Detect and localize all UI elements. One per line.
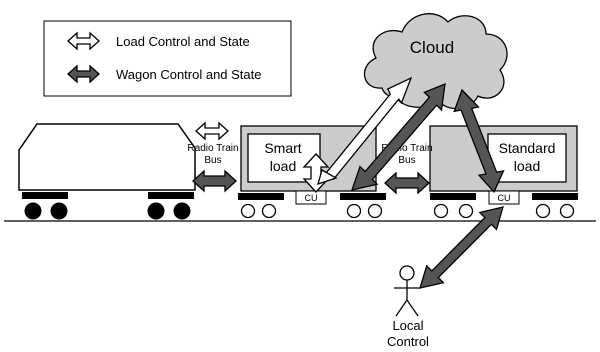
locomotive-wheel	[173, 202, 191, 220]
smart-load-cloud-arrow-tail	[317, 169, 338, 186]
legend-load-arrow	[67, 31, 100, 51]
locomotive-wheel	[50, 202, 68, 220]
radio-bus-1-label-line2: Bus	[204, 155, 221, 166]
locomotive-body	[18, 123, 196, 191]
person-leg-left	[395, 299, 408, 317]
legend-load-label: Load Control and State	[116, 34, 250, 49]
smart-cu-label: CU	[305, 193, 318, 203]
person-head	[399, 265, 415, 281]
smart-load-label-line1: Smart	[264, 140, 301, 156]
local-control-label-line2: Control	[387, 334, 429, 349]
cloud-label: Cloud	[410, 38, 454, 57]
radio-bus-2-label-line1: Radio Train	[381, 143, 432, 154]
wagon1-cloud-arrow	[351, 82, 446, 191]
radio-bus-1: Radio Train Bus	[187, 121, 239, 193]
standard-cu-box	[488, 190, 520, 205]
wagon-standard: Standard load CU	[429, 125, 578, 219]
locomotive-bogie-left	[22, 192, 68, 199]
radio-bus-2-label-line2: Bus	[398, 155, 415, 166]
wagon-standard-wheel	[458, 203, 474, 219]
local-control-label-line1: Local	[392, 318, 423, 333]
radio-bus-1-load-arrow	[195, 121, 229, 141]
wagon-standard-wheel	[559, 203, 575, 219]
wagon2-cloud-arrow	[453, 88, 505, 194]
radio-bus-1-label-line1: Radio Train	[187, 143, 238, 154]
locomotive-wheel	[147, 202, 165, 220]
locomotive	[18, 123, 196, 220]
smart-load-label-line2: load	[270, 158, 296, 174]
radio-bus-2: Radio Train Bus	[381, 143, 433, 195]
locomotive-wheel	[24, 202, 42, 220]
local-control-arrow	[419, 206, 504, 289]
smart-cu-box	[295, 190, 327, 205]
radio-bus-2-wagon-arrow	[384, 171, 430, 195]
legend: Load Control and State Wagon Control and…	[43, 20, 292, 97]
wagon-smart-wheel	[346, 203, 362, 219]
locomotive-bogie-right	[148, 192, 194, 199]
legend-wagon-arrow	[67, 64, 100, 84]
wagon-standard-bogie-left	[430, 193, 476, 200]
radio-bus-1-wagon-arrow	[192, 169, 237, 193]
smart-load-box	[247, 133, 321, 183]
person-leg-right	[406, 299, 419, 317]
legend-box	[43, 20, 292, 97]
wagon-smart-wheel	[240, 203, 256, 219]
person-icon	[394, 265, 420, 317]
wagon-smart-wheel	[261, 203, 277, 219]
wagon-smart-bogie-right	[340, 193, 386, 200]
wagon-smart-wheel	[367, 203, 383, 219]
wagon-standard-wheel	[535, 203, 551, 219]
wagon-standard-wheel	[433, 203, 449, 219]
legend-wagon-label: Wagon Control and State	[116, 67, 262, 82]
standard-cu-label: CU	[498, 193, 511, 203]
wagon-smart-bogie-left	[238, 193, 284, 200]
standard-load-label-line2: load	[514, 158, 540, 174]
wagon-standard-bogie-right	[532, 193, 578, 200]
standard-load-label-line1: Standard	[499, 140, 556, 156]
